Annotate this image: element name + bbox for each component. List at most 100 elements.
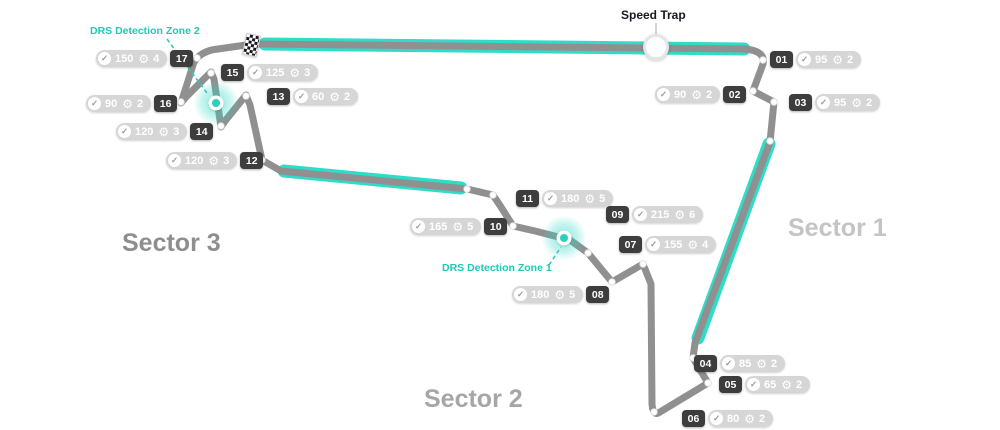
gear-icon: ⚙ — [329, 89, 341, 104]
corner-speed-value: 120 — [135, 125, 154, 138]
corner-gear-value: 6 — [689, 208, 696, 221]
corner-gear-value: 3 — [173, 125, 180, 138]
corner-speed-pill: ✓80⚙2 — [708, 410, 774, 427]
corner-speed-pill: ✓120⚙3 — [116, 123, 188, 140]
corner-number-badge: 13 — [267, 88, 290, 105]
corner-speed-value: 180 — [561, 192, 580, 205]
corner-speed-value: 150 — [115, 52, 134, 65]
corner-marker-13: 13✓60⚙2 — [267, 88, 359, 105]
corner-number-badge: 06 — [682, 410, 705, 427]
corner-speed-pill: ✓60⚙2 — [293, 88, 359, 105]
speedometer-icon: ✓ — [249, 66, 262, 79]
gear-icon: ⚙ — [832, 52, 844, 67]
speedometer-icon: ✓ — [544, 192, 557, 205]
corner-apex-dots — [177, 54, 778, 416]
corner-marker-01: 01✓95⚙2 — [770, 51, 862, 68]
corner-gear-value: 4 — [153, 52, 160, 65]
corner-marker-16: ✓ 90 ⚙2 16 — [86, 95, 178, 112]
speedometer-icon: ✓ — [634, 208, 647, 221]
corner-gear-value: 2 — [344, 90, 351, 103]
corner-speed-value: 155 — [664, 238, 683, 251]
corner-number-badge: 02 — [723, 86, 747, 103]
sector-label-3: Sector 3 — [122, 229, 221, 257]
corner-speed-value: 125 — [266, 66, 285, 79]
gear-icon: ⚙ — [781, 377, 793, 392]
corner-gear-value: 4 — [702, 238, 709, 251]
speedometer-icon: ✓ — [798, 53, 811, 66]
corner-speed-value: 165 — [429, 220, 448, 233]
corner-gear-value: 2 — [706, 88, 713, 101]
corner-speed-pill: ✓155⚙4 — [645, 236, 717, 253]
gear-icon: ⚙ — [851, 95, 863, 110]
speedometer-icon: ✓ — [647, 238, 660, 251]
corner-speed-value: 60 — [312, 90, 325, 103]
speed-trap-marker — [643, 34, 669, 60]
corner-gear-value: 2 — [137, 97, 144, 110]
corner-speed-pill: ✓120⚙3 — [166, 152, 238, 169]
corner-gear-value: 5 — [599, 192, 606, 205]
corner-gear-value: 2 — [771, 357, 778, 370]
speedometer-icon: ✓ — [168, 154, 181, 167]
corner-speed-value: 180 — [531, 288, 550, 301]
gear-icon: ⚙ — [289, 65, 301, 80]
corner-marker-07: 07✓155⚙4 — [619, 236, 717, 253]
corner-number-badge: 12 — [240, 152, 264, 169]
corner-gear-value: 2 — [847, 53, 854, 66]
drs-detection-zone-2-label: DRS Detection Zone 2 — [90, 25, 200, 37]
corner-marker-15: 15✓125⚙3 — [221, 64, 319, 81]
corner-speed-pill: ✓85⚙2 — [720, 355, 786, 372]
corner-speed-value: 120 — [185, 154, 204, 167]
corner-number-badge: 16 — [154, 95, 178, 112]
corner-number-badge: 04 — [694, 355, 717, 372]
corner-gear-value: 3 — [223, 154, 230, 167]
corner-speed-value: 90 — [674, 88, 687, 101]
corner-speed-value: 90 — [105, 97, 118, 110]
drs-zone2-connector-line — [166, 38, 208, 94]
speedometer-icon: ✓ — [657, 88, 670, 101]
corner-marker-05: 05✓65⚙2 — [719, 376, 811, 393]
speedometer-icon: ✓ — [514, 288, 527, 301]
gear-icon: ⚙ — [122, 96, 134, 111]
corner-marker-06: 06✓80⚙2 — [682, 410, 774, 427]
corner-number-badge: 17 — [170, 50, 194, 67]
corner-gear-value: 3 — [304, 66, 311, 79]
corner-gear-value: 2 — [866, 96, 873, 109]
corner-number-badge: 08 — [586, 286, 610, 303]
speedometer-icon: ✓ — [747, 378, 760, 391]
corner-number-badge: 03 — [789, 94, 812, 111]
speedometer-icon: ✓ — [817, 96, 830, 109]
corner-speed-pill: ✓65⚙2 — [745, 376, 811, 393]
corner-speed-pill: ✓165⚙5 — [410, 218, 482, 235]
gear-icon: ⚙ — [138, 51, 150, 66]
corner-speed-value: 95 — [815, 53, 828, 66]
speedometer-icon: ✓ — [88, 97, 101, 110]
corner-speed-value: 80 — [727, 412, 740, 425]
speedometer-icon: ✓ — [118, 125, 131, 138]
corner-number-badge: 10 — [484, 218, 508, 235]
corner-speed-pill: ✓ 90 ⚙2 — [86, 95, 152, 112]
sector-label-2: Sector 2 — [424, 385, 523, 413]
corner-speed-value: 85 — [739, 357, 752, 370]
drs-detection-zone-1-label: DRS Detection Zone 1 — [442, 262, 552, 274]
drs-detection-point-1 — [541, 215, 587, 261]
corner-number-badge: 05 — [719, 376, 742, 393]
gear-icon: ⚙ — [584, 191, 596, 206]
corner-speed-pill: ✓90⚙2 — [655, 86, 721, 103]
corner-speed-pill: ✓ 95 ⚙2 — [796, 51, 862, 68]
speedometer-icon: ✓ — [412, 220, 425, 233]
corner-gear-value: 2 — [796, 378, 803, 391]
speed-trap-label: Speed Trap — [621, 8, 686, 22]
corner-gear-value: 5 — [569, 288, 576, 301]
corner-speed-value: 95 — [834, 96, 847, 109]
drs-detection-point-2 — [193, 80, 239, 126]
speedometer-icon: ✓ — [98, 52, 111, 65]
speedometer-icon: ✓ — [710, 412, 723, 425]
gear-icon: ⚙ — [744, 411, 756, 426]
gear-icon: ⚙ — [756, 356, 768, 371]
sector-label-1: Sector 1 — [788, 214, 887, 242]
